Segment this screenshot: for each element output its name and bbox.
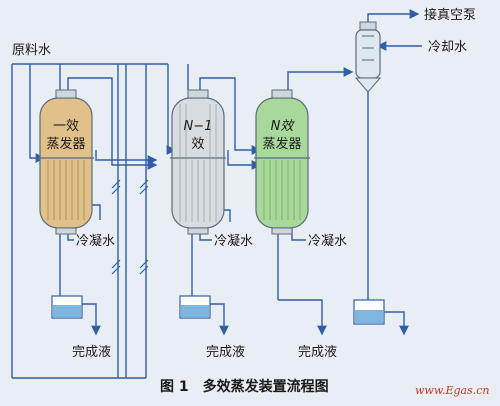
product-label-1: 完成液 <box>72 345 111 360</box>
evaporator-1: 一效 蒸发器 <box>38 89 94 235</box>
condensate-pipe-3 <box>291 228 306 241</box>
pipe-network <box>11 9 422 379</box>
product-tank-2 <box>179 295 211 319</box>
evaporator-n: N效 蒸发器 <box>254 89 310 235</box>
evaporator-1-label-line2: 蒸发器 <box>46 136 85 152</box>
evaporator-1-label-line1: 一效 <box>53 119 79 134</box>
condensate-label-2: 冷凝水 <box>214 233 253 249</box>
product-label-2: 完成液 <box>206 345 245 360</box>
vapour-pipe-2 <box>199 77 262 155</box>
vapour-pipe-1 <box>67 77 158 170</box>
pipe-break-marks <box>111 179 149 275</box>
condenser <box>354 21 382 93</box>
cooling-water-in-label: 冷却水 <box>428 40 467 55</box>
condensate-label-3: 冷凝水 <box>308 233 347 249</box>
evaporator-n-label-line1: N效 <box>271 119 296 134</box>
condensate-pipe-1 <box>92 204 101 220</box>
evaporator-n-minus-1-label-line1: N−1 <box>184 119 213 134</box>
figure-caption: 图 1 多效蒸发装置流程图 <box>160 378 329 395</box>
evaporator-n-label-line2: 蒸发器 <box>262 136 301 152</box>
vacuum-pump-label: 接真空泵 <box>424 7 476 23</box>
evaporator-n-minus-1: N−1 效 <box>170 89 226 235</box>
product-label-3: 完成液 <box>298 345 337 360</box>
feed-water-label: 原料水 <box>12 43 51 58</box>
product-tank-1 <box>51 295 83 319</box>
evaporator-n-minus-1-label-line2: 效 <box>191 137 204 152</box>
watermark: www.Egas.cn <box>415 384 489 397</box>
vacuum-pipe <box>367 9 420 22</box>
vapour-pipe-3 <box>287 67 354 90</box>
condensate-label-1: 冷凝水 <box>76 233 115 249</box>
product-tank-3 <box>353 299 385 325</box>
